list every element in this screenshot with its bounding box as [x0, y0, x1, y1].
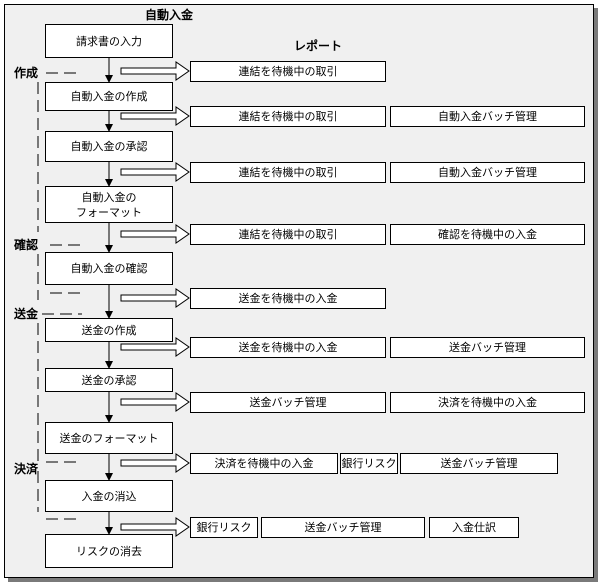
step-approve-auto-receipt: 自動入金の承認 — [45, 131, 173, 162]
report-arrow-9 — [120, 517, 190, 537]
report-9-b: 送金バッチ管理 — [261, 517, 425, 538]
step-confirm-auto-receipt: 自動入金の確認 — [45, 252, 173, 285]
report-3-a: 連結を待機中の取引 — [190, 162, 386, 183]
report-arrow-7 — [120, 392, 190, 412]
step-format-remittance: 送金のフォーマット — [45, 422, 173, 454]
report-arrow-1 — [120, 61, 190, 81]
report-arrow-4 — [120, 224, 190, 244]
report-4-a: 連結を待機中の取引 — [190, 224, 386, 245]
step-create-auto-receipt: 自動入金の作成 — [45, 82, 173, 111]
step-create-remittance: 送金の作成 — [45, 318, 173, 342]
report-4-b: 確認を待機中の入金 — [390, 224, 585, 245]
report-2-b: 自動入金バッチ管理 — [390, 106, 585, 127]
phase-label-remit: 送金 — [14, 307, 39, 321]
report-3-b: 自動入金バッチ管理 — [390, 162, 585, 183]
report-header: レポート — [294, 39, 343, 53]
report-7-b: 決済を待機中の入金 — [390, 392, 585, 413]
phase-label-settle: 決済 — [14, 462, 39, 476]
report-5-a: 送金を待機中の入金 — [190, 288, 386, 309]
report-arrow-6 — [120, 337, 190, 357]
report-9-a: 銀行リスク — [190, 517, 258, 538]
report-arrow-2 — [120, 106, 190, 126]
report-arrow-5 — [120, 288, 190, 308]
step-approve-remittance: 送金の承認 — [45, 368, 173, 392]
report-arrow-8 — [120, 453, 190, 473]
report-6-a: 送金を待機中の入金 — [190, 337, 386, 358]
report-8-c: 送金バッチ管理 — [400, 453, 558, 474]
step-format-auto-receipt: 自動入金の フォーマット — [45, 186, 173, 223]
report-8-b: 銀行リスク — [340, 453, 398, 474]
step-invoice-entry: 請求書の入力 — [45, 24, 173, 58]
step-clear-receipt: 入金の消込 — [45, 480, 173, 512]
step-eliminate-risk: リスクの消去 — [45, 534, 173, 568]
report-1-a: 連結を待機中の取引 — [190, 61, 386, 82]
phase-label-confirm: 確認 — [14, 238, 39, 252]
report-9-c: 入金仕訳 — [429, 517, 519, 538]
report-7-a: 送金バッチ管理 — [190, 392, 386, 413]
report-6-b: 送金バッチ管理 — [390, 337, 585, 358]
report-arrows — [120, 61, 190, 537]
phase-label-create: 作成 — [14, 66, 39, 80]
diagram-title: 自動入金 — [145, 8, 194, 22]
phase-brackets — [37, 72, 82, 520]
report-arrow-3 — [120, 162, 190, 182]
report-8-a: 決済を待機中の入金 — [190, 453, 338, 474]
report-2-a: 連結を待機中の取引 — [190, 106, 386, 127]
